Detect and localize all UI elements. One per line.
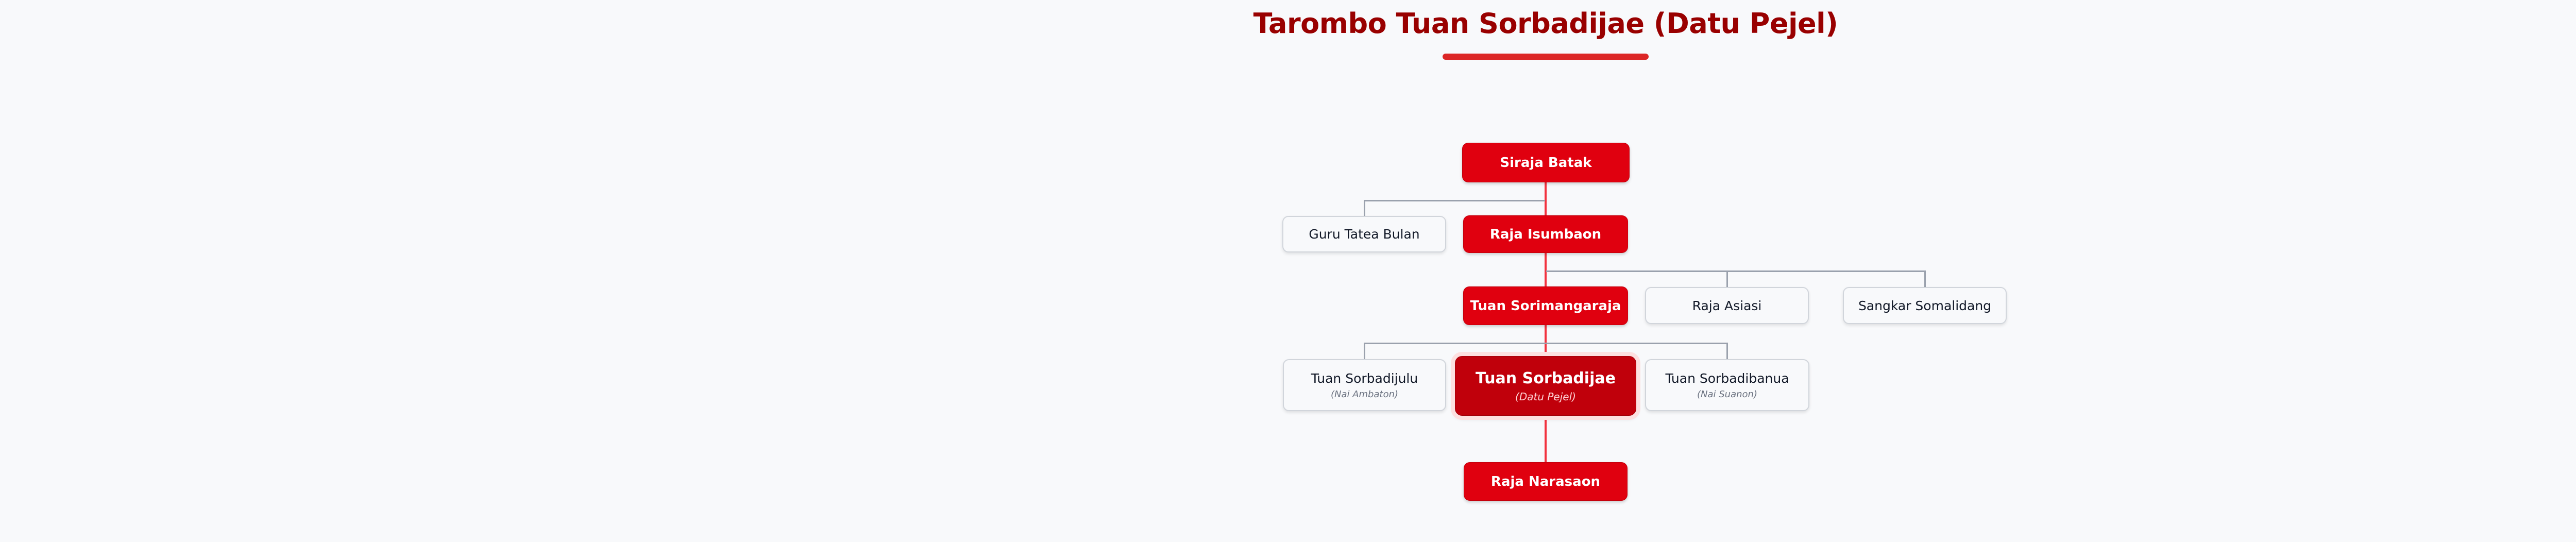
node-tuan-sorbadibanua[interactable]: Tuan Sorbadibanua (Nai Suanon) [1645, 359, 1809, 411]
node-subtitle: (Datu Pejel) [1515, 390, 1576, 403]
connector-sibling [1726, 343, 1728, 360]
node-name: Tuan Sorimangaraja [1470, 298, 1621, 314]
node-tuan-sorimangaraja[interactable]: Tuan Sorimangaraja [1463, 286, 1628, 325]
node-subtitle: (Nai Ambaton) [1330, 388, 1399, 400]
connector-sibling [1364, 343, 1365, 360]
connector-lineage [1545, 182, 1547, 216]
node-tuan-sorbadijulu[interactable]: Tuan Sorbadijulu (Nai Ambaton) [1283, 359, 1446, 411]
connector-lineage [1545, 420, 1547, 463]
connector-lineage [1545, 253, 1547, 287]
node-tuan-sorbadijae-focus[interactable]: Tuan Sorbadijae (Datu Pejel) [1455, 356, 1636, 416]
title-underline [1443, 54, 1649, 60]
node-raja-narasaon[interactable]: Raja Narasaon [1464, 462, 1628, 501]
connector-lineage [1545, 325, 1547, 353]
node-name: Guru Tatea Bulan [1309, 227, 1420, 242]
node-raja-asiasi[interactable]: Raja Asiasi [1645, 287, 1809, 324]
page-title: Tarombo Tuan Sorbadijae (Datu Pejel) [1253, 7, 1838, 40]
connector-sibling [1546, 270, 1926, 272]
node-name: Tuan Sorbadijulu [1311, 370, 1418, 386]
node-subtitle: (Nai Suanon) [1697, 388, 1757, 400]
connector-sibling [1924, 270, 1926, 287]
node-sangkar-somalidang[interactable]: Sangkar Somalidang [1843, 287, 2007, 324]
node-name: Raja Asiasi [1692, 298, 1762, 313]
node-name: Raja Narasaon [1490, 473, 1601, 489]
node-name: Tuan Sorbadijae [1476, 369, 1616, 387]
node-name: Siraja Batak [1500, 155, 1592, 171]
node-name: Sangkar Somalidang [1858, 298, 1992, 313]
node-guru-tatea-bulan[interactable]: Guru Tatea Bulan [1282, 216, 1446, 252]
connector-sibling [1364, 200, 1365, 216]
node-name: Tuan Sorbadibanua [1665, 370, 1789, 386]
node-siraja-batak[interactable]: Siraja Batak [1462, 143, 1630, 182]
connector-sibling [1364, 343, 1728, 344]
connector-sibling [1364, 200, 1545, 201]
node-raja-isumbaon[interactable]: Raja Isumbaon [1463, 215, 1628, 253]
node-name: Raja Isumbaon [1489, 226, 1602, 242]
connector-sibling [1726, 270, 1728, 287]
